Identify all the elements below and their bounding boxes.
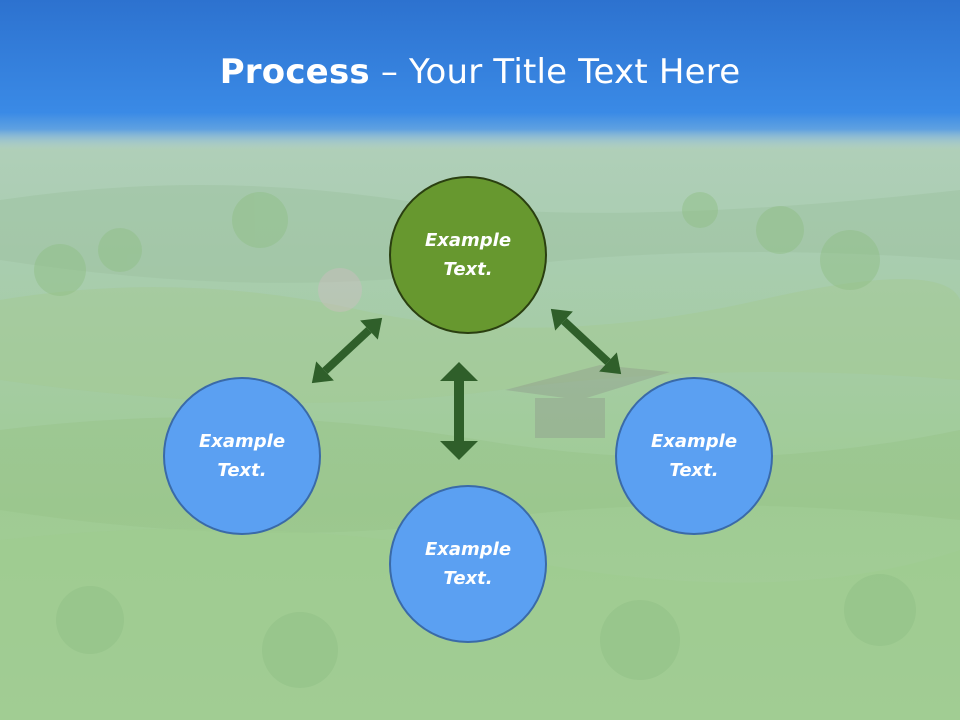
process-node-bottom-label: Example Text. [424, 539, 512, 589]
process-node-left: Example Text. [163, 377, 321, 535]
slide-title-bold: Process [219, 52, 370, 92]
slide-title-rest: – Your Title Text Here [369, 52, 741, 92]
arrow-left-top [311, 317, 383, 384]
process-node-top: Example Text. [389, 176, 547, 334]
arrow-right-top [550, 308, 622, 375]
slide-title: Process – Your Title Text Here [0, 52, 960, 92]
process-node-right: Example Text. [615, 377, 773, 535]
process-node-top-label: Example Text. [424, 230, 512, 280]
process-node-right-label: Example Text. [650, 431, 738, 481]
arrow-vertical [440, 362, 478, 460]
process-node-left-label: Example Text. [198, 431, 286, 481]
title-bar [0, 0, 960, 150]
process-node-bottom: Example Text. [389, 485, 547, 643]
